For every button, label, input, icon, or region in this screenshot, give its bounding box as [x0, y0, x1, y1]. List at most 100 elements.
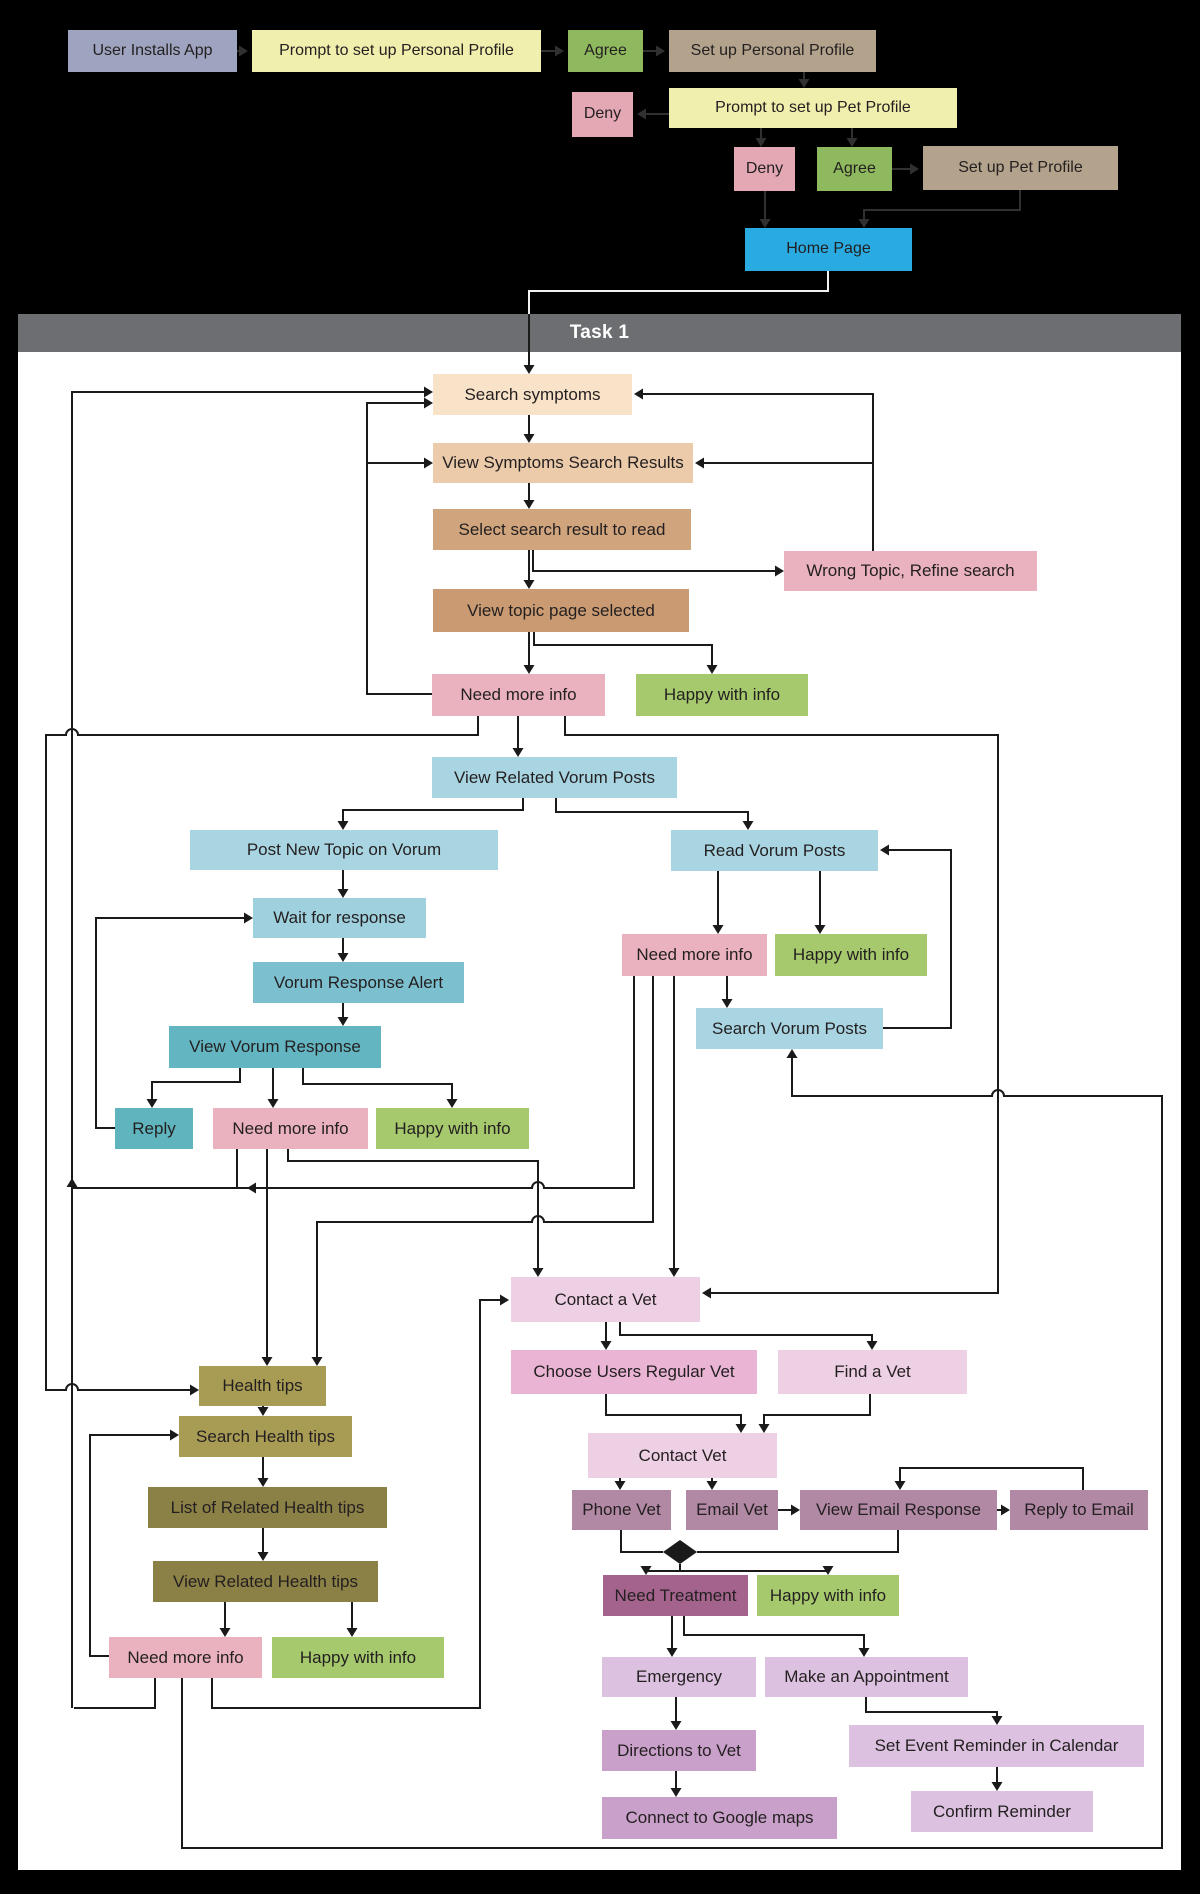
arrowhead-icon [337, 889, 349, 898]
arrowhead-icon [721, 999, 733, 1008]
arrowhead-icon [742, 821, 754, 830]
edge-line [683, 1616, 865, 1652]
arrowhead-icon [666, 1648, 678, 1657]
node-read-vorum-posts: Read Vorum Posts [671, 830, 878, 871]
arrowhead-icon [656, 45, 665, 57]
arrowhead-icon [337, 953, 349, 962]
arrowhead-icon [523, 365, 535, 374]
edge-line [366, 402, 432, 695]
arrowhead-icon [858, 1648, 870, 1657]
arrowhead-icon [532, 1268, 544, 1277]
arrowhead-icon [424, 397, 433, 409]
node-happy-with-info-topic: Happy with info [636, 674, 808, 716]
arrowhead-icon [523, 500, 535, 509]
arrowhead-icon [1001, 1504, 1010, 1516]
node-happy-with-info-read: Happy with info [775, 934, 927, 976]
node-email-vet: Email Vet [686, 1490, 778, 1530]
arrowhead-icon [190, 1384, 199, 1396]
edge-line [89, 1434, 173, 1657]
arrowhead-icon [261, 1357, 273, 1366]
node-confirm-reminder: Confirm Reminder [911, 1791, 1093, 1832]
arrowhead-icon [858, 219, 870, 228]
node-phone-vet: Phone Vet [572, 1490, 671, 1530]
arrowhead-icon [712, 925, 724, 934]
arrowhead-icon [311, 1357, 323, 1366]
edge-line [342, 798, 524, 825]
edge-line [555, 798, 749, 825]
task1-title: Task 1 [569, 322, 630, 343]
edge-line [883, 849, 952, 1029]
arrowhead-icon [446, 1099, 458, 1108]
arrowhead-icon [555, 45, 564, 57]
edge-line [697, 1530, 899, 1553]
edge-line [532, 550, 778, 572]
arrowhead-icon [775, 565, 784, 577]
arrowhead-icon [424, 457, 433, 469]
arrowhead-icon [267, 1099, 279, 1108]
edge-line [640, 393, 874, 551]
node-reply: Reply [115, 1108, 193, 1149]
node-view-symptoms-search-results: View Symptoms Search Results [433, 443, 693, 483]
node-list-related-health-tips: List of Related Health tips [148, 1487, 387, 1528]
node-set-up-pet-profile: Set up Pet Profile [923, 146, 1118, 190]
node-agree-pet: Agree [817, 147, 892, 191]
arrowhead-icon [695, 457, 704, 469]
arrowhead-icon [640, 1566, 652, 1575]
arrowhead-icon [706, 1481, 718, 1490]
node-view-topic-page: View topic page selected [433, 589, 689, 632]
arrowhead-icon [786, 1049, 798, 1058]
node-prompt-personal-profile: Prompt to set up Personal Profile [252, 30, 541, 72]
arrowhead-icon [244, 912, 253, 924]
arrowhead-icon [66, 1178, 78, 1187]
node-vorum-response-alert: Vorum Response Alert [253, 962, 464, 1003]
arrowhead-icon [523, 434, 535, 443]
arrowhead-icon [600, 1341, 612, 1350]
edge-line [181, 1057, 1163, 1849]
arrowhead-icon [991, 1716, 1003, 1725]
node-directions-to-vet: Directions to Vet [602, 1730, 756, 1771]
node-happy-with-info-vet: Happy with info [757, 1575, 899, 1616]
arrowhead-icon [759, 219, 771, 228]
arrowhead-icon [523, 665, 535, 674]
node-set-event-reminder: Set Event Reminder in Calendar [849, 1725, 1144, 1767]
arrowhead-icon [814, 925, 826, 934]
node-home-page: Home Page [745, 228, 912, 271]
node-agree-personal: Agree [568, 30, 643, 72]
edge-line [45, 716, 479, 1391]
edge-line [74, 1678, 156, 1709]
node-wrong-topic-refine-search: Wrong Topic, Refine search [784, 551, 1037, 591]
node-need-more-info-topic: Need more info [432, 674, 605, 716]
task1-header: Task 1 [18, 314, 1181, 352]
node-select-search-result: Select search result to read [433, 509, 691, 550]
edge-line [302, 1068, 453, 1103]
arrowhead-icon [170, 1429, 179, 1441]
arrowhead-icon [822, 1566, 834, 1575]
arrowhead-icon [523, 580, 535, 589]
arrowhead-icon [257, 1478, 269, 1487]
edge-line [71, 391, 426, 1708]
node-happy-with-info-vorum: Happy with info [376, 1108, 529, 1149]
arrowhead-icon [634, 388, 643, 400]
node-search-vorum-posts: Search Vorum Posts [696, 1008, 883, 1049]
node-deny-pet: Deny [734, 147, 795, 191]
edge-line [620, 1530, 663, 1553]
edge-line [863, 190, 1021, 223]
arrowhead-icon [706, 665, 718, 674]
node-need-treatment: Need Treatment [603, 1575, 748, 1616]
edge-line [95, 917, 247, 1129]
edge-line [528, 271, 829, 315]
node-view-email-response: View Email Response [800, 1490, 997, 1530]
node-find-a-vet: Find a Vet [778, 1350, 967, 1394]
node-reply-to-email: Reply to Email [1010, 1490, 1148, 1530]
node-user-installs-app: User Installs App [68, 30, 237, 72]
arrowhead-icon [146, 1099, 158, 1108]
node-contact-vet: Contact Vet [588, 1433, 777, 1478]
arrowhead-icon [846, 138, 858, 147]
node-choose-users-regular-vet: Choose Users Regular Vet [511, 1350, 757, 1394]
node-need-more-info-vorum: Need more info [213, 1108, 368, 1149]
node-view-related-vorum-posts: View Related Vorum Posts [432, 757, 677, 798]
edge-line [899, 1467, 1084, 1490]
edge-line [865, 1697, 998, 1720]
